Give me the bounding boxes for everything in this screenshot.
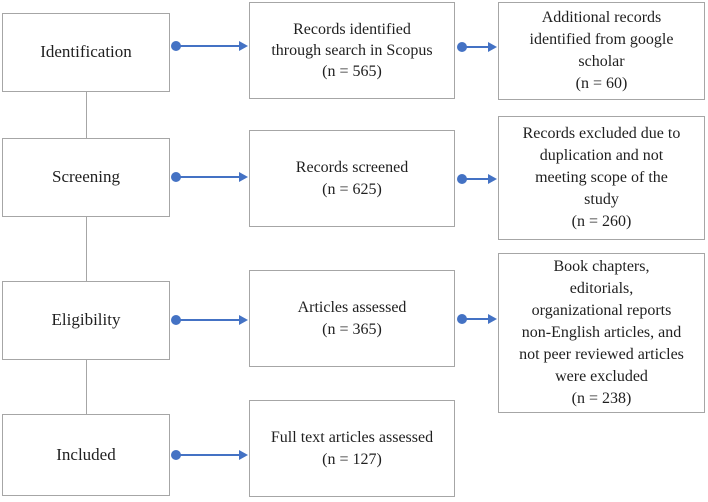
arrow-head-icon [239,41,248,51]
stage-label-included: Included [56,444,116,464]
arrow-shaft [462,46,490,48]
box-records-screened-text: Records screened (n = 625) [295,159,409,198]
arrow-shaft [462,178,490,180]
arrow-shaft [462,318,490,320]
box-articles-assessed: Articles assessed (n = 365) [249,270,455,367]
box-records-screened: Records screened (n = 625) [249,130,455,227]
arrow-shaft [176,454,241,456]
arrow-shaft [176,45,241,47]
box-records-excluded-text: Records excluded due to duplication and … [522,124,681,231]
stage-label-identification: Identification [40,42,132,62]
box-articles-assessed-text: Articles assessed (n = 365) [297,299,407,338]
arrow-head-icon [239,315,248,325]
stage-box-included: Included [2,414,170,496]
box-records-excluded: Records excluded due to duplication and … [498,116,705,240]
arrow-included-to-full-text-assessed [171,449,248,461]
stage-box-screening: Screening [2,138,170,217]
arrow-shaft [176,176,241,178]
arrow-screening-to-records-screened [171,171,248,183]
box-additional-records: Additional records identified from googl… [498,2,705,100]
stage-box-eligibility: Eligibility [2,281,170,360]
arrow-records-screened-to-records-excluded [457,173,497,185]
arrow-head-icon [239,450,248,460]
box-exclusion-reasons-text: Book chapters, editorials, organizationa… [519,257,684,408]
arrow-articles-assessed-to-exclusion-reasons [457,313,497,325]
arrow-head-icon [488,174,497,184]
connector-eligibility-included [86,360,87,414]
box-records-identified-text: Records identified through search in Sco… [271,20,433,81]
connector-identification-screening [86,92,87,138]
arrow-eligibility-to-articles-assessed [171,314,248,326]
arrow-identification-to-records-identified [171,40,248,52]
arrow-records-identified-to-additional-records [457,41,497,53]
box-additional-records-text: Additional records identified from googl… [529,8,674,93]
arrow-head-icon [488,314,497,324]
connector-screening-eligibility [86,217,87,281]
arrow-head-icon [488,42,497,52]
box-full-text-assessed-text: Full text articles assessed (n = 127) [270,429,434,468]
arrow-shaft [176,319,241,321]
arrow-head-icon [239,172,248,182]
box-exclusion-reasons: Book chapters, editorials, organizationa… [498,253,705,413]
box-records-identified: Records identified through search in Sco… [249,2,455,99]
stage-label-screening: Screening [52,167,120,187]
stage-box-identification: Identification [2,13,170,92]
box-full-text-assessed: Full text articles assessed (n = 127) [249,400,455,497]
stage-label-eligibility: Eligibility [51,310,121,330]
